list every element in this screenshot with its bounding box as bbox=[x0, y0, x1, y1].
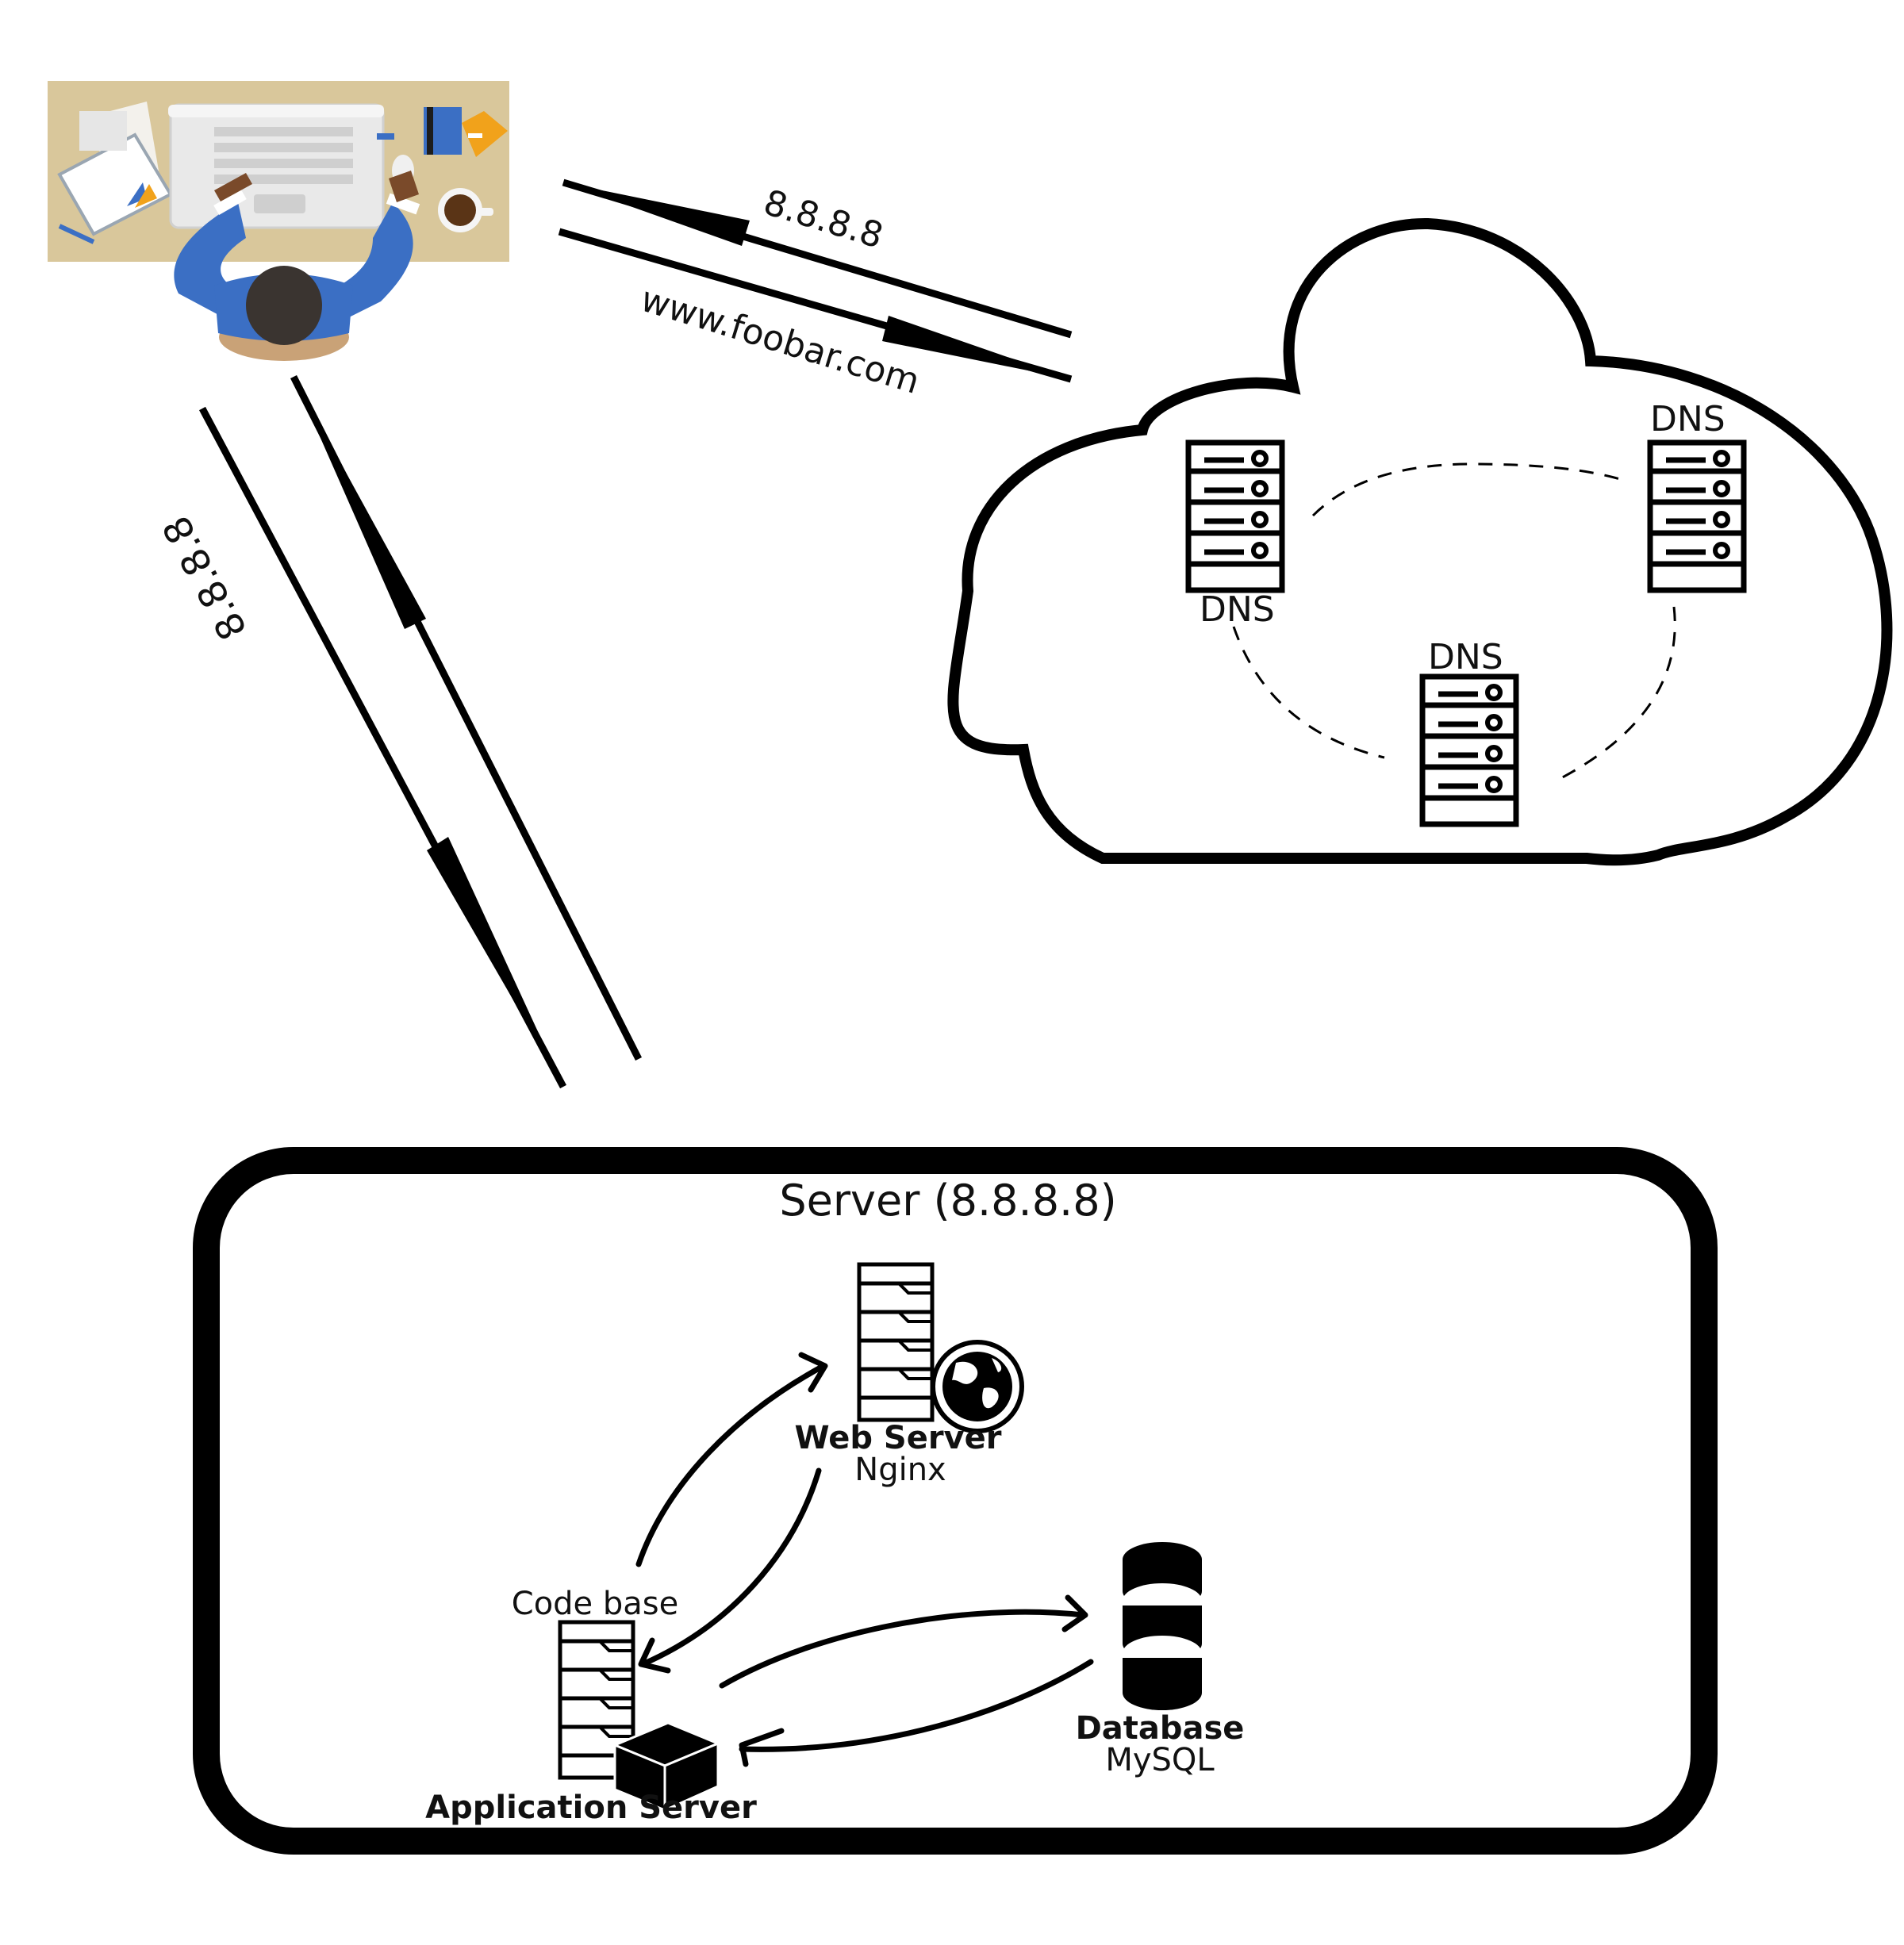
internal-arrows bbox=[635, 1352, 1094, 1767]
dns-cloud bbox=[947, 217, 1893, 866]
dns-server-left-icon bbox=[1188, 443, 1282, 590]
person-head bbox=[246, 266, 322, 345]
dns-server-right-icon bbox=[1650, 443, 1744, 590]
dns-left-label: DNS bbox=[1200, 589, 1275, 630]
database-icon bbox=[1123, 1542, 1202, 1710]
code-base-label: Code base bbox=[512, 1586, 678, 1622]
package-icon bbox=[612, 1721, 721, 1813]
dns-bottom-label: DNS bbox=[1428, 637, 1503, 677]
dns-right-label: DNS bbox=[1650, 399, 1726, 439]
server-box bbox=[193, 1147, 1718, 1855]
web-server-title: Web Server bbox=[795, 1420, 1002, 1456]
user-at-desk-illustration bbox=[48, 81, 509, 361]
dns-server-bottom-icon bbox=[1422, 677, 1516, 824]
user-dns-arrows bbox=[558, 178, 1073, 383]
globe-icon bbox=[931, 1340, 1024, 1433]
database-sub: MySQL bbox=[1105, 1742, 1215, 1778]
server-title: Server (8.8.8.8) bbox=[779, 1176, 1116, 1226]
database-title: Database bbox=[1076, 1710, 1245, 1747]
arrow-label-ip-diagonal: 8.8.8.8 bbox=[154, 508, 255, 647]
cloud-outline bbox=[947, 217, 1893, 866]
web-server-icon bbox=[859, 1264, 932, 1420]
app-server-title: Application Server bbox=[425, 1790, 757, 1826]
web-server-sub: Nginx bbox=[854, 1452, 946, 1488]
user-server-arrows bbox=[199, 374, 643, 1089]
